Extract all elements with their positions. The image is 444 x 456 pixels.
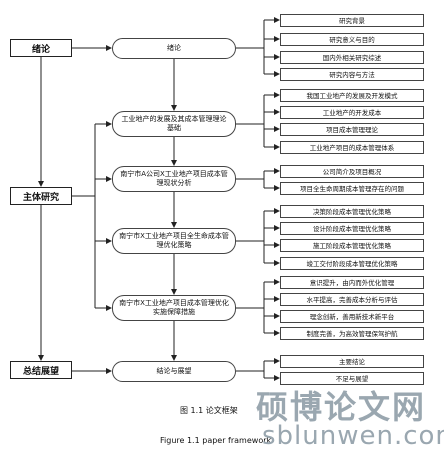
leaf-limitations: 不足与展望 <box>280 372 424 385</box>
leaf-lifecycle-problems: 项目全生命周期成本管理存在的问题 <box>280 182 424 195</box>
leaf-innovation: 理念创新，善用新技术新平台 <box>280 310 424 323</box>
section-theory: 工业地产的发展及其成本管理理论基础 <box>112 111 236 137</box>
section-status: 南宁市A公司X工业地产项目成本管理现状分析 <box>112 166 236 192</box>
leaf-content-methods: 研究内容与方法 <box>280 68 424 81</box>
leaf-design-stage: 设计阶段成本管理优化策略 <box>280 222 424 235</box>
section-strategy: 南宁市X工业地产项目全生命成本管理优化策略 <box>112 228 236 254</box>
section-conclusion: 结论与展望 <box>112 361 236 382</box>
leaf-system-improvement: 制度完善，为高效管理保驾护航 <box>280 327 424 340</box>
watermark-logo: 硕博论文网 <box>256 388 427 426</box>
section-intro: 绪论 <box>112 38 236 59</box>
leaf-literature-review: 国内外相关研究综述 <box>280 51 424 64</box>
leaf-research-significance: 研究意义与目的 <box>280 33 424 46</box>
leaf-awareness: 意识提升，由内而外优化管理 <box>280 276 424 289</box>
stage-intro: 绪论 <box>10 39 72 57</box>
leaf-development-cost: 工业地产的开发成本 <box>280 106 424 119</box>
leaf-main-conclusion: 主要结论 <box>280 355 424 368</box>
leaf-cost-theory: 项目成本管理理论 <box>280 123 424 136</box>
leaf-development-mode: 我国工业地产的发展及开发模式 <box>280 89 424 102</box>
stage-main-research: 主体研究 <box>10 187 72 205</box>
stage-summary: 总结展望 <box>10 361 72 379</box>
leaf-research-background: 研究背景 <box>280 14 424 27</box>
section-measures: 南宁市X工业地产项目成本管理优化实施保障措施 <box>112 295 236 321</box>
leaf-delivery-stage: 竣工交付阶段成本管理优化策略 <box>280 257 424 270</box>
leaf-cost-system: 工业地产项目的成本管理体系 <box>280 141 424 154</box>
caption-chinese: 图 1.1 论文框架 <box>180 406 238 415</box>
leaf-decision-stage: 决策阶段成本管理优化策略 <box>280 205 424 218</box>
caption-english: Figure 1.1 paper framework <box>160 436 272 445</box>
leaf-company-profile: 公司简介及项目概况 <box>280 165 424 178</box>
leaf-construction-stage: 施工阶段成本管理优化策略 <box>280 239 424 252</box>
watermark-url: sblunwen.com <box>262 421 444 451</box>
leaf-level-improvement: 水平提高，完善成本分析与评估 <box>280 293 424 306</box>
